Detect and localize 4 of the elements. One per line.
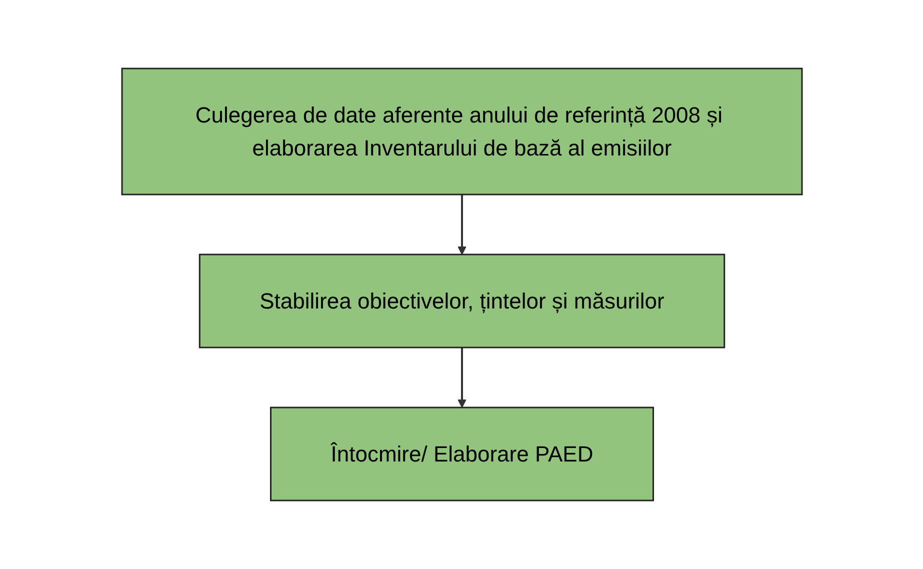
node-box: Stabilirea obiectivelor, țintelor și măsurilor bbox=[198, 254, 725, 348]
arrow bbox=[457, 194, 466, 255]
node-box: Culegerea de date aferente anului de referință 2008 și elaborarea Inventarului de bază al emisiilor bbox=[120, 68, 802, 196]
arrow bbox=[457, 348, 466, 408]
